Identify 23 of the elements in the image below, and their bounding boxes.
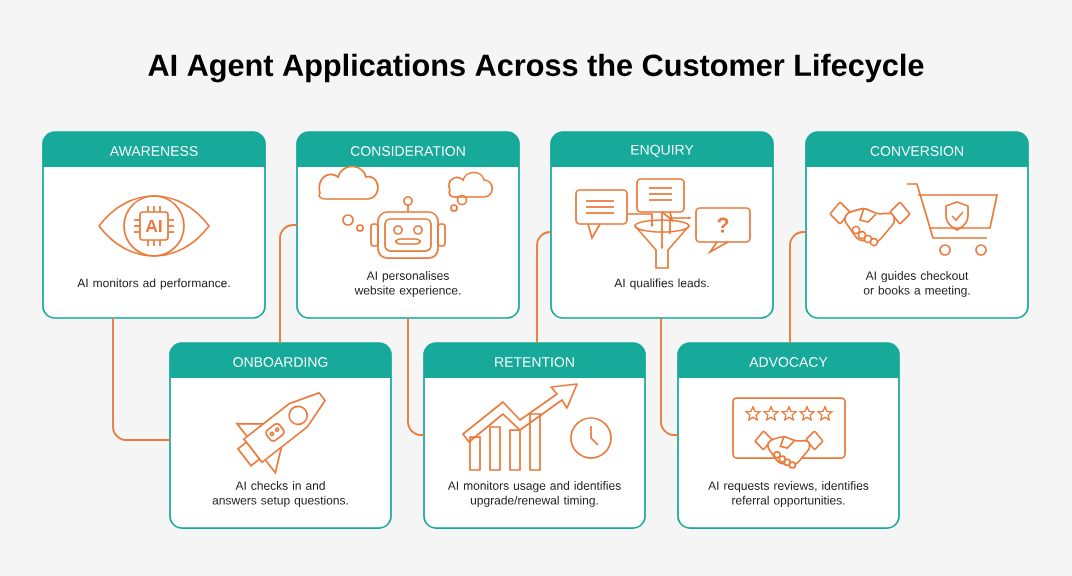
connector-line — [789, 231, 807, 344]
stage-heading: ONBOARDING — [233, 357, 328, 367]
stage-heading: ADVOCACY — [749, 357, 828, 367]
chip-label: AI — [145, 220, 162, 232]
connector-line — [279, 224, 298, 344]
stage-description: AI personalises website experience. — [354, 271, 461, 297]
stage-heading: CONVERSION — [870, 146, 963, 156]
stage-description: AI qualifies leads. — [614, 278, 709, 290]
question-mark: ? — [717, 217, 729, 233]
stage-description: AI monitors ad performance. — [77, 278, 230, 290]
connector-line — [660, 317, 679, 436]
stage-description: AI guides checkout or books a meeting. — [863, 271, 970, 297]
connector-line — [112, 317, 171, 441]
stage-heading: AWARENESS — [109, 146, 198, 156]
stage-heading: CONSIDERATION — [350, 146, 465, 156]
connector-line — [536, 231, 552, 344]
title: AI Agent Applications Across the Customer Lifecycle — [148, 53, 924, 83]
stage-description: AI monitors usage and identifies upgrade/renewal timing. — [447, 481, 621, 507]
stage-description: AI checks in and answers setup questions. — [212, 481, 348, 507]
stage-description: AI requests reviews, identifies referral opportunities. — [708, 481, 869, 507]
stage-heading: RETENTION — [495, 357, 574, 367]
connector-line — [407, 317, 425, 436]
stage-heading: ENQUIRY — [631, 144, 694, 158]
